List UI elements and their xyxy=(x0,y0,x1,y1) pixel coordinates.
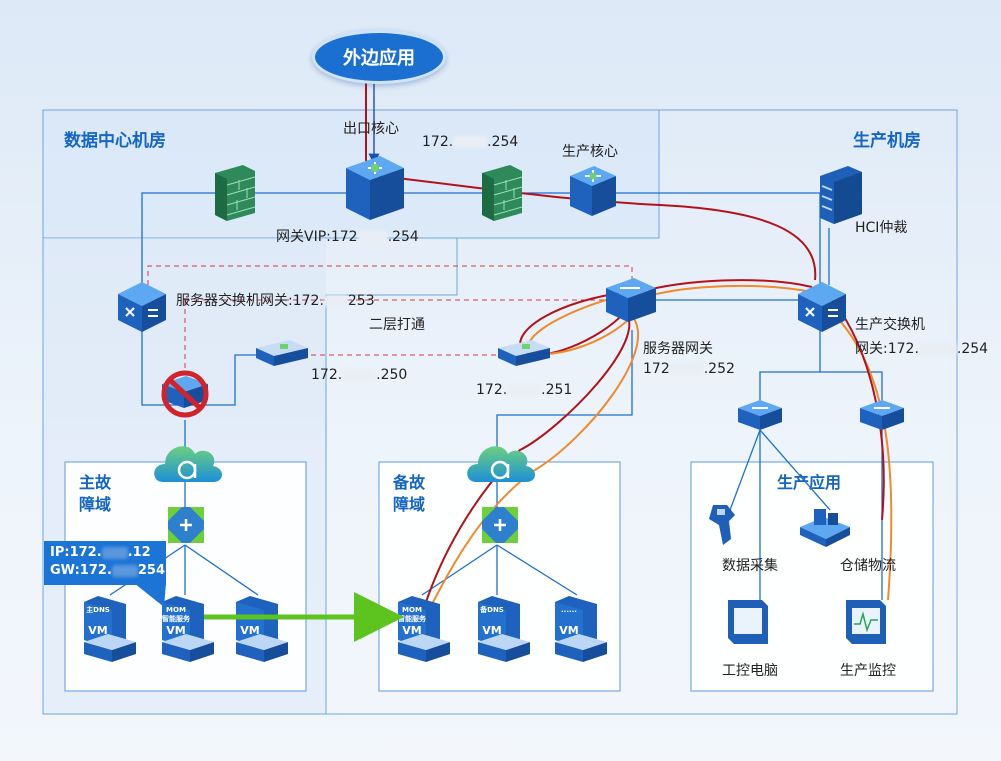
vm-backup-3-tag: ...... xyxy=(561,606,577,614)
hci-label: HCI仲裁 xyxy=(855,220,908,236)
vm-backup-1-tag: MOM xyxy=(402,606,422,614)
disabled-switch-icon xyxy=(161,370,209,418)
server-gateway-title: 服务器网关 xyxy=(643,341,713,357)
prodapp-zone-title: 生产应用 xyxy=(777,473,842,492)
vswitch-backup-icon xyxy=(482,507,518,543)
production-core-icon xyxy=(570,166,616,216)
external-app-node: 外边应用 xyxy=(312,30,446,84)
vm-primary-2-tag: 智能服务 xyxy=(162,614,191,623)
production-switch-title: 生产交换机 xyxy=(855,317,925,333)
backup-zone-title: 备故障域 xyxy=(393,473,426,514)
vm-primary-1-tag: 主DNS xyxy=(86,605,110,614)
access-switch-1-icon xyxy=(738,400,782,430)
appliance-250-icon xyxy=(256,340,308,366)
primary-zone-title: 主故障域 xyxy=(79,473,112,514)
vm-primary-3: VM xyxy=(236,596,288,662)
datacenter-room-title: 数据中心机房 xyxy=(64,131,166,151)
layer2-label: 二层打通 xyxy=(369,317,425,333)
production-room xyxy=(42,109,958,715)
production-switch-icon xyxy=(798,282,846,332)
vm-primary-1: 主DNS VM xyxy=(84,596,136,662)
vm-backup-2-vm-label: VM xyxy=(482,624,501,637)
vm-primary-2-tag: MOM xyxy=(166,606,186,614)
server-gateway-switch-icon xyxy=(606,278,656,322)
external-app-label: 外边应用 xyxy=(343,48,415,69)
egress-core-icon xyxy=(346,156,404,220)
layer2-links xyxy=(147,265,633,375)
egress-ip-label: 172..254 xyxy=(422,134,519,150)
production-core-label: 生产核心 xyxy=(562,144,618,160)
production-room-title: 生产机房 xyxy=(853,131,921,151)
vm-backup-2: 备DNS VM xyxy=(478,596,530,662)
ip250-label: 172..250 xyxy=(311,367,408,383)
server-gateway-ip: 172.252 xyxy=(643,361,735,377)
production-switch-ip: 网关:172..254 xyxy=(855,341,989,357)
vm-primary-1-vm-label: VM xyxy=(88,624,107,637)
ip251-label: 172..251 xyxy=(476,382,573,398)
app-data-collection: 数据采集 xyxy=(722,558,778,574)
warehouse-icon xyxy=(800,509,850,547)
callout-gw: GW:172.254 xyxy=(50,563,166,578)
cloud-primary-icon xyxy=(154,446,222,482)
vm-primary-3-vm-label: VM xyxy=(240,624,259,637)
vm-backup-3-vm-label: VM xyxy=(559,624,578,637)
firewall-left-icon xyxy=(215,165,256,221)
vm-backup-1-tag: 智能服务 xyxy=(398,614,427,623)
industrial-pc-icon xyxy=(728,600,768,644)
vm-backup-2-tag: 备DNS xyxy=(479,605,504,614)
app-warehouse: 仓储物流 xyxy=(840,558,896,574)
production-monitor-icon xyxy=(846,600,886,644)
egress-core-label: 出口核心 xyxy=(343,121,399,137)
access-switch-2-icon xyxy=(860,400,904,430)
cloud-backup-icon xyxy=(467,446,535,482)
ip-callout: IP:172..12 GW:172.254 xyxy=(44,541,166,585)
appliance-251-icon xyxy=(498,340,550,366)
app-production-monitor: 生产监控 xyxy=(840,663,896,679)
server-switch-label: 服务器交换机网关:172.253 xyxy=(176,293,375,309)
vm-backup-1-vm-label: VM xyxy=(402,624,421,637)
vm-primary-2-vm-label: VM xyxy=(166,624,185,637)
firewall-mid-icon xyxy=(482,165,523,221)
scanner-icon xyxy=(709,505,735,545)
gateway-vip-label: 网关VIP:172.254 xyxy=(276,229,419,245)
vswitch-primary-icon xyxy=(168,507,204,543)
callout-tail xyxy=(134,583,166,607)
vm-backup-3: ...... VM xyxy=(555,596,607,662)
prodapp-zone xyxy=(690,461,934,692)
hci-server-icon xyxy=(820,166,862,224)
app-industrial-pc: 工控电脑 xyxy=(722,663,778,679)
server-switch-icon xyxy=(118,282,166,332)
callout-ip: IP:172..12 xyxy=(50,545,151,560)
